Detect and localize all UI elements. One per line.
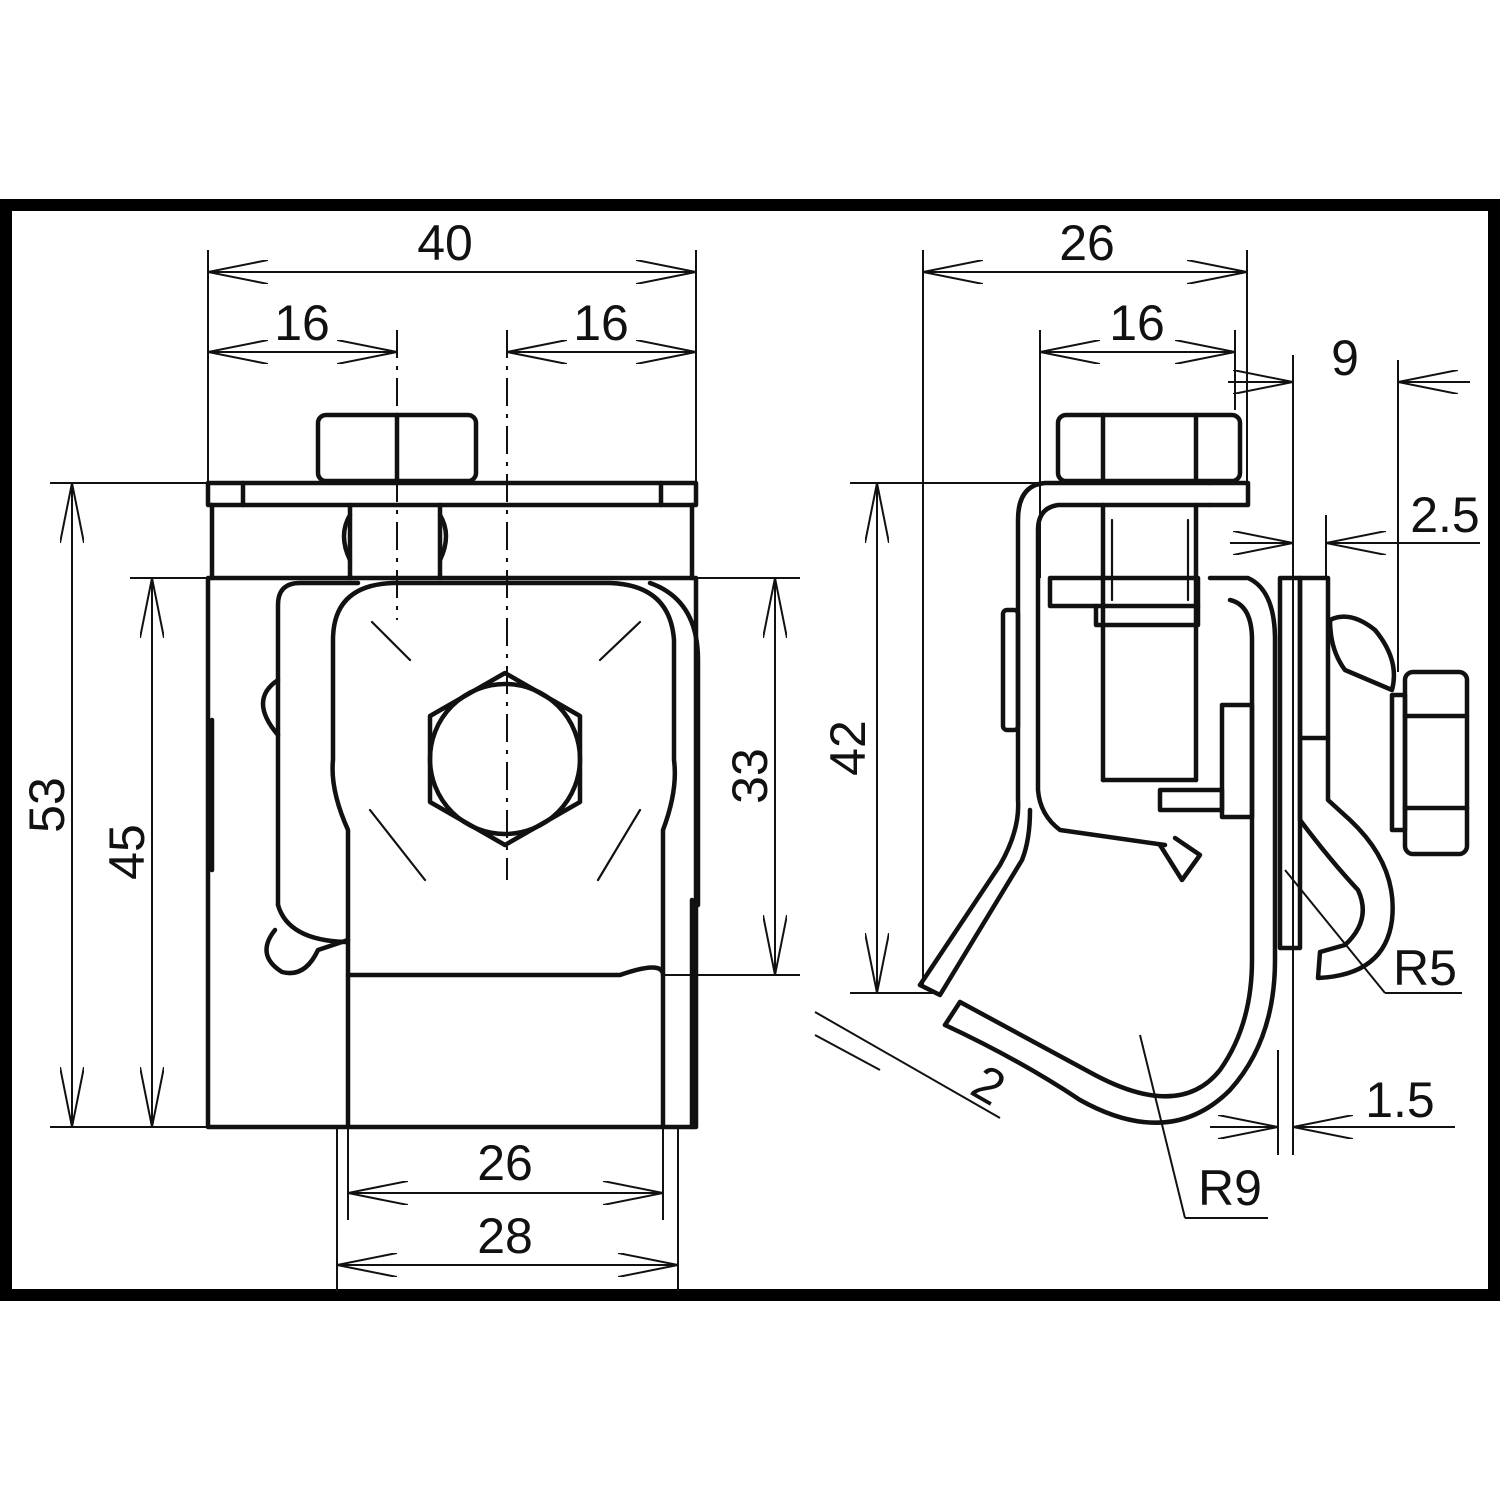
bolt-end [427, 681, 583, 837]
dim-offset-left: 16 [274, 295, 330, 351]
bent-strip [917, 480, 1213, 988]
dim-strip-thickness: 2 [962, 1054, 1014, 1116]
washer-plate [1277, 575, 1303, 951]
dim-bolt-offset: 16 [1109, 295, 1165, 351]
clamp-jaw [330, 580, 678, 978]
drawing-frame [0, 199, 1500, 1301]
dim-height-body: 45 [99, 824, 155, 880]
dim-offset-right: 16 [573, 295, 629, 351]
dim-wall-thickness: 1.5 [1365, 1072, 1435, 1128]
dim-width-inner: 26 [477, 1135, 533, 1191]
side-dimensions: 26 16 9 2.5 42 2 R5 R9 1.5 [814, 215, 1480, 1219]
hex-nut [427, 670, 583, 848]
dim-plate-gap: 9 [1331, 330, 1359, 386]
dim-radius-large: R9 [1198, 1160, 1262, 1216]
saddle [275, 580, 361, 908]
lower-hook [942, 575, 1278, 1125]
dim-plate-thickness: 2.5 [1410, 487, 1480, 543]
dim-height-overall: 53 [19, 777, 75, 833]
side-outer-nut [1402, 669, 1470, 857]
dim-width-outer: 28 [477, 1208, 533, 1264]
dim-depth-overall: 26 [1059, 215, 1115, 271]
dim-radius-small: R5 [1393, 940, 1457, 996]
dim-height: 42 [820, 720, 876, 776]
front-dimensions: 40 16 16 53 45 33 26 28 [19, 215, 800, 1292]
clamp-body [205, 575, 699, 1130]
top-plate [205, 480, 699, 508]
dim-height-clamp: 33 [722, 748, 778, 804]
side-view [917, 412, 1470, 1125]
side-bolt-head [1055, 412, 1243, 484]
front-view [205, 330, 701, 1130]
dim-width-overall: 40 [417, 215, 473, 271]
outer-hook [1297, 735, 1395, 981]
